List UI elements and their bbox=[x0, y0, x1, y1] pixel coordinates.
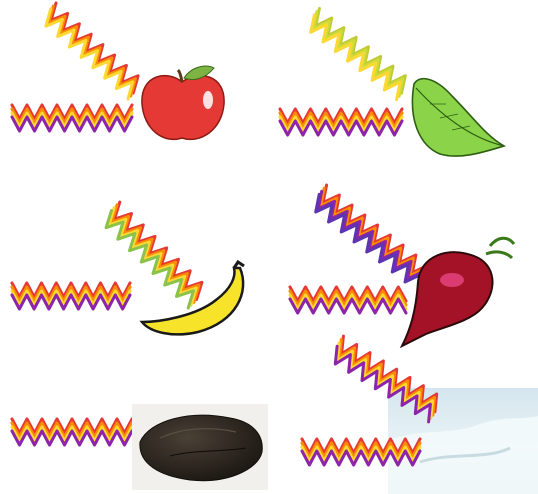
reflected-light-wave bbox=[316, 185, 429, 282]
panel-snow bbox=[302, 336, 538, 494]
incident-light-wave bbox=[12, 283, 130, 309]
reflected-wave-band bbox=[335, 346, 430, 422]
coal-icon bbox=[140, 415, 262, 480]
coal-photo bbox=[132, 404, 268, 490]
panel-apple bbox=[12, 3, 224, 139]
incident-light-wave bbox=[290, 287, 406, 313]
panel-leaf bbox=[280, 9, 504, 157]
apple-icon bbox=[142, 66, 224, 139]
beet-icon bbox=[402, 238, 514, 346]
incident-light-wave bbox=[280, 109, 402, 135]
reflected-wave-band bbox=[316, 194, 422, 282]
incident-light-wave bbox=[12, 419, 132, 445]
reflected-light-wave bbox=[335, 336, 436, 422]
reflected-light-wave bbox=[46, 3, 138, 99]
leaf-icon bbox=[412, 79, 504, 156]
snow-photo bbox=[388, 388, 538, 494]
panel-beet bbox=[290, 185, 514, 346]
panel-coal bbox=[12, 404, 268, 490]
panel-banana bbox=[12, 202, 244, 334]
reflected-light-wave bbox=[311, 9, 406, 100]
incident-light-wave bbox=[12, 105, 132, 131]
